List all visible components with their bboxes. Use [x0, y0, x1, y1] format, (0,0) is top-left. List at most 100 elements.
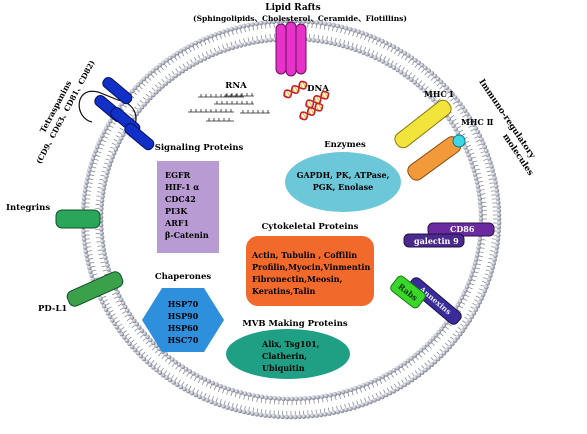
lipid-tail	[459, 129, 464, 133]
lipid-tail	[340, 29, 342, 33]
lipid-head	[191, 371, 196, 376]
lipid-head	[376, 37, 381, 42]
lipid-head	[307, 395, 312, 401]
lipid-tail	[442, 345, 446, 349]
lipid-tail	[192, 46, 196, 51]
lipid-tail	[336, 28, 338, 33]
lipid-head	[486, 156, 492, 161]
lipid-tail	[408, 59, 411, 63]
lipid-tail	[419, 80, 423, 84]
lipid-tail	[110, 310, 114, 313]
lipid-tail	[405, 365, 409, 369]
lipid-tail	[479, 147, 483, 150]
lipid-tail	[205, 383, 208, 387]
lipid-tail	[473, 160, 478, 163]
lipid-tail	[477, 263, 482, 266]
lipid-tail	[450, 115, 455, 118]
lipid-tail	[408, 375, 411, 379]
lipid-head	[84, 180, 89, 185]
lipid-head	[423, 65, 428, 71]
lipid-head	[160, 372, 166, 378]
lipid-head	[369, 53, 374, 59]
lipid-tail	[457, 327, 461, 330]
lipid-head	[485, 152, 491, 157]
lipid-tail	[223, 33, 226, 38]
lipid-head	[166, 78, 172, 84]
lipid-head	[475, 184, 481, 189]
lipid-tail	[490, 250, 494, 252]
lipid-head	[225, 405, 230, 410]
lipid-tail	[200, 43, 203, 47]
lipid-head	[493, 180, 498, 185]
lipid-tail	[185, 50, 188, 55]
lipid-tail	[151, 347, 155, 351]
lipid-head	[480, 292, 486, 298]
lipid-head	[471, 310, 477, 316]
lipid-head	[263, 413, 268, 418]
lipid-head	[255, 39, 261, 45]
lipid-tail	[142, 83, 146, 87]
lipid-head	[496, 224, 502, 230]
rna-strand	[240, 110, 270, 114]
lipid-head	[104, 259, 109, 264]
lipid-tail	[401, 55, 404, 59]
lipid-tail	[485, 166, 490, 169]
lipid-tail	[478, 259, 483, 262]
lipid-tail	[213, 386, 216, 391]
lipid-tail	[477, 172, 482, 175]
lipid-tail	[252, 26, 254, 31]
lipid-tail	[322, 35, 324, 40]
lipid-head	[160, 60, 166, 66]
lipid-tail	[102, 140, 107, 143]
lipid-head	[478, 216, 484, 222]
lipid-head	[365, 51, 370, 57]
lipid-tail	[231, 402, 234, 407]
lipid-tail	[334, 37, 337, 42]
lipid-head	[197, 38, 202, 44]
lipid-tail	[134, 328, 138, 332]
lipid-tail	[231, 31, 234, 36]
lipid-head	[255, 393, 261, 399]
lipid-head	[108, 158, 114, 164]
lipid-head	[122, 304, 128, 310]
lipid-tail	[99, 178, 104, 181]
lipid-head	[264, 38, 269, 43]
lipid-tail	[470, 129, 474, 132]
lipid-head	[218, 383, 223, 389]
lipid-tail	[128, 336, 132, 340]
lipid-head	[226, 46, 231, 52]
lipid-head	[441, 350, 447, 356]
lipid-tail	[379, 54, 383, 58]
lipid-rafts-subtitle: (Sphingolipids、Cholesterol、Ceramide、Flot…	[193, 14, 407, 23]
lipid-head	[441, 323, 447, 329]
lipid-tail	[487, 261, 492, 264]
lipid-tail	[405, 69, 409, 73]
lipid-head	[460, 328, 466, 334]
lipid-tail	[430, 357, 434, 361]
lipid-tail	[436, 83, 440, 87]
lipid-tail	[343, 40, 346, 44]
lipid-tail	[461, 302, 466, 305]
lipid-head	[339, 408, 345, 414]
lipid-tail	[101, 265, 106, 268]
lipid-tail	[351, 42, 354, 47]
lipid-tail	[157, 365, 161, 369]
cytoskeletal-line: Actin, Tubulin , Coffilin	[251, 250, 357, 260]
lipid-head	[398, 363, 404, 369]
lipid-tail	[178, 368, 182, 372]
lipid-head	[147, 71, 153, 76]
lipid-tail	[367, 38, 371, 42]
lipid-tail	[124, 314, 128, 318]
lipid-tail	[402, 367, 405, 371]
lipid-tail	[112, 122, 116, 125]
lipid-tail	[201, 381, 205, 385]
lipid-tail	[480, 151, 485, 154]
lipid-tail	[260, 35, 263, 39]
lipid-head	[402, 72, 407, 77]
lipid-head	[474, 180, 480, 185]
lipid-tail	[178, 66, 182, 70]
lipid-tail	[247, 37, 250, 42]
lipid-tail	[474, 299, 478, 302]
lipid-head	[142, 331, 147, 337]
